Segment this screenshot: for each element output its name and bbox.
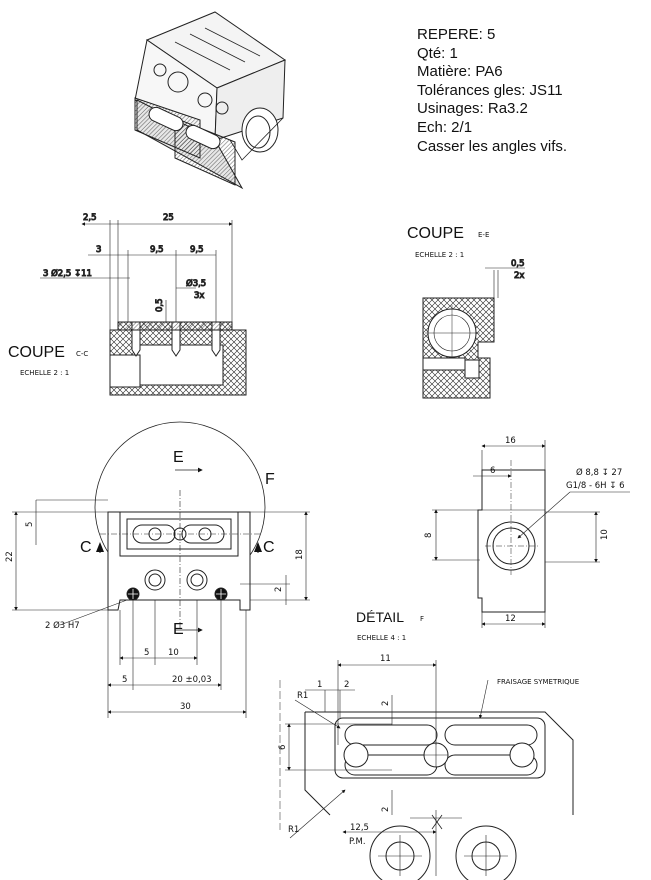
- dim-pins: 2 Ø3 H7: [45, 620, 80, 631]
- detail-dim-1: 1: [317, 680, 322, 690]
- detail-f: [279, 660, 574, 880]
- repere-line: REPERE: 5: [417, 26, 496, 43]
- side-view: [432, 440, 630, 628]
- dim-depth: 0,5: [155, 298, 165, 312]
- tolerance-line: Tolérances gles: JS11: [417, 81, 563, 99]
- detail-note: FRAISAGE SYMETRIQUE: [497, 678, 579, 686]
- label-e-top: E: [173, 449, 184, 466]
- detail-dim-2c: 2: [381, 807, 391, 812]
- section-ee-scale: ECHELLE 2 : 1: [415, 251, 464, 259]
- dim-hole-small: Ø3,5: [186, 278, 206, 289]
- front-view: [12, 421, 310, 718]
- dim-5-vert: 5: [25, 522, 35, 527]
- label-e-bottom: E: [173, 621, 184, 638]
- scale-line: Ech: 2/1: [417, 118, 473, 136]
- dim-6: 6: [490, 466, 495, 476]
- dim-bore2: G1/8 - 6H ↧ 6: [566, 481, 624, 491]
- label-f: F: [265, 471, 275, 488]
- detail-dim-2b: 2: [381, 701, 391, 706]
- dim-10: 10: [168, 648, 179, 658]
- ee-dim-0-5: 0,5: [511, 259, 525, 269]
- quantity-line: Qté: 1: [417, 44, 458, 62]
- dim-hole-small-qty: 3x: [194, 291, 204, 301]
- detail-dim-2a: 2: [344, 680, 349, 690]
- dim-3: 3: [96, 245, 101, 255]
- label-c-right: C: [263, 539, 275, 556]
- dim-20: 20 ±0,03: [172, 675, 212, 685]
- label-c-left: C: [80, 539, 92, 556]
- section-ee-suffix: E-E: [478, 231, 489, 239]
- dim-holes: 3 Ø2,5 ↧11: [43, 268, 92, 279]
- dim-25: 25: [163, 213, 174, 223]
- section-cc: 2,5 25 3 9,5 9,5 3 Ø2,5 ↧11 Ø3,5 3x 0,5: [40, 213, 247, 396]
- dim-12: 12: [505, 614, 516, 624]
- dim-5-horiz: 5: [144, 648, 149, 658]
- dim-9-5-b: 9,5: [190, 245, 204, 255]
- detail-f-suffix: F: [420, 615, 424, 623]
- dim-10-vert: 10: [600, 529, 610, 540]
- detail-dim-12-5: 12,5: [350, 823, 369, 833]
- detail-dim-6: 6: [278, 745, 288, 750]
- note-line: Casser les angles vifs.: [417, 137, 568, 155]
- section-cc-title: COUPE: [8, 344, 65, 361]
- dim-5-b: 5: [122, 675, 127, 685]
- dim-2-5: 2,5: [83, 213, 97, 223]
- machining-line: Usinages: Ra3.2: [417, 100, 528, 118]
- section-cc-scale: ECHELLE 2 : 1: [20, 369, 69, 377]
- dim-9-5-a: 9,5: [150, 245, 164, 255]
- section-cc-suffix: C-C: [76, 350, 88, 358]
- dim-16: 16: [505, 436, 516, 446]
- detail-dim-pm: P.M.: [349, 837, 366, 847]
- isometric-view: [134, 11, 287, 190]
- material-line: Matière: PA6: [417, 63, 503, 81]
- dim-bore1: Ø 8,8 ↧ 27: [576, 467, 622, 478]
- detail-dim-r1a: R1: [297, 691, 308, 701]
- detail-f-scale: ECHELLE 4 : 1: [357, 634, 406, 642]
- section-ee: 0,5 2x: [422, 259, 525, 399]
- dim-2-vert: 2: [274, 587, 284, 592]
- detail-dim-11: 11: [380, 654, 391, 664]
- dim-8: 8: [424, 533, 434, 538]
- ee-dim-qty: 2x: [514, 271, 524, 281]
- dim-30: 30: [180, 702, 191, 712]
- section-ee-title: COUPE: [407, 225, 464, 242]
- dim-18: 18: [295, 549, 305, 560]
- title-block: REPERE: 5 Qté: 1 Matière: PA6 Tolérances…: [417, 26, 567, 156]
- detail-dim-r1b: R1: [288, 825, 299, 835]
- detail-f-title: DÉTAIL: [356, 609, 404, 625]
- dim-22: 22: [5, 551, 15, 562]
